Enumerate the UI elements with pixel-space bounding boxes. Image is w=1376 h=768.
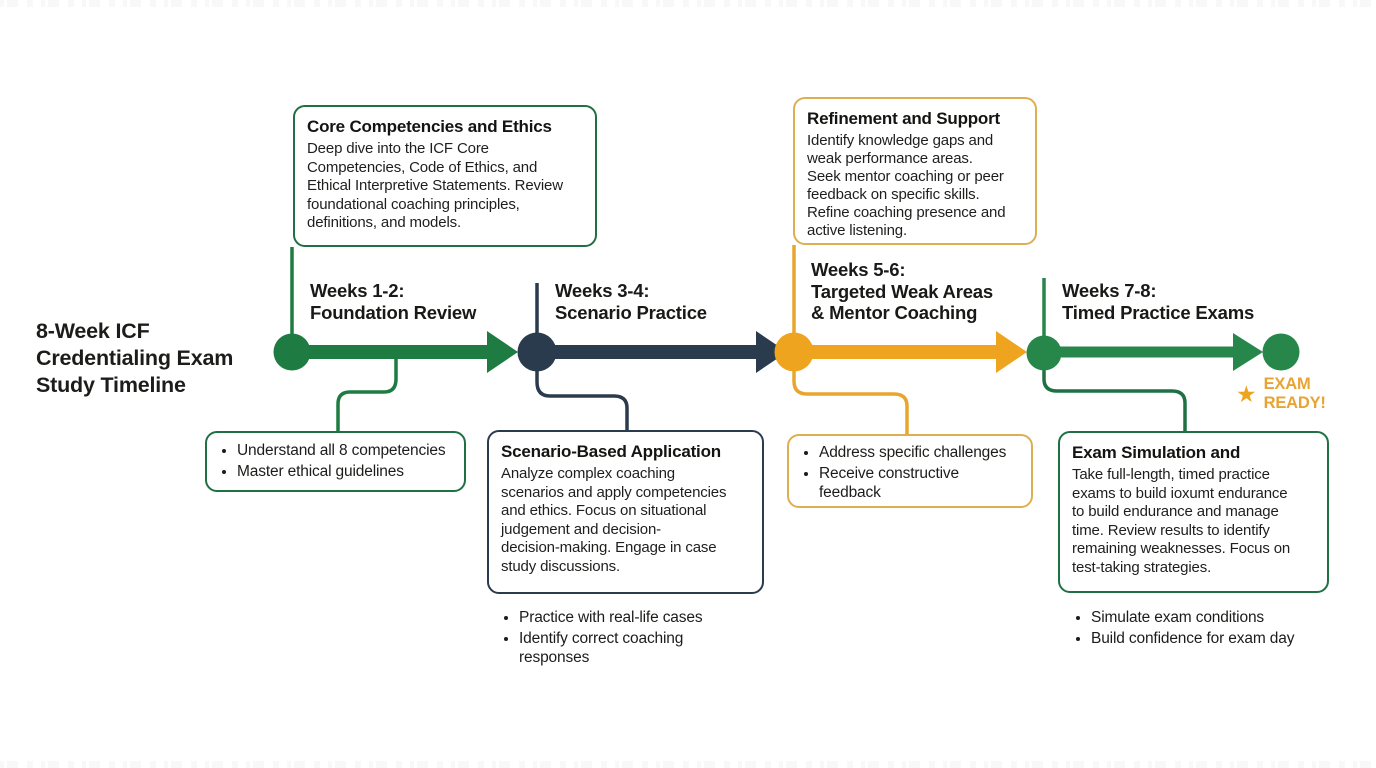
phase4-bullet-2: Build confidence for exam day [1091,629,1361,649]
milestone-dot-3 [774,332,814,372]
connector-down-phase3 [792,368,909,434]
phase4-detail-body: Take full-length, timed practice exams t… [1072,466,1291,576]
phase4-detail-title: Exam Simulation and [1072,443,1241,462]
phase4-bullet-list: Simulate exam conditions Build confidenc… [1071,608,1361,649]
phase4-detail-box: Exam Simulation and Take full-length, ti… [1058,431,1329,593]
phase4-label: Weeks 7-8: Timed Practice Exams [1062,280,1255,323]
phase3-detail-box: Refinement and Support Identify knowledg… [793,97,1037,245]
timeline-arrow-phase1 [292,331,518,373]
star-icon: ★ [1236,380,1257,407]
phase1-bullet-1: Understand all 8 competencies [237,441,454,461]
timeline-arrow-phase2 [537,331,787,373]
phase2-detail-body: Analyze complex coaching scenarios and a… [501,465,727,575]
phase2-label: Weeks 3-4: Scenario Practice [555,280,707,323]
phase2-detail-box: Scenario-Based Application Analyze compl… [487,430,764,594]
top-edge-text-artifact [0,0,1376,7]
phase4-bullet-1: Simulate exam conditions [1091,608,1361,628]
milestone-dot-1 [273,333,311,371]
milestone-dot-4 [1026,335,1062,371]
phase3-detail-body: Identify knowledge gaps and weak perform… [807,132,1006,239]
page-title: 8-Week ICF Credentialing Exam Study Time… [36,319,234,397]
phase2-detail-title: Scenario-Based Application [501,442,721,461]
phase1-bullet-2: Master ethical guidelines [237,462,454,482]
phase1-bullets-box: Understand all 8 competencies Master eth… [205,431,466,492]
phase3-label: Weeks 5-6: Targeted Weak Areas & Mentor … [811,259,993,323]
phase1-label: Weeks 1-2: Foundation Review [310,280,477,323]
phase2-bullet-2: Identify correct coaching responses [519,629,769,668]
phase2-bullet-1: Practice with real-life cases [519,608,769,628]
timeline-arrow-phase4 [1044,333,1263,371]
phase3-bullets-box: Address specific challenges Receive cons… [787,434,1033,508]
connector-down-phase2 [535,368,629,430]
exam-ready-badge: ★ EXAM READY! [1236,375,1376,413]
bottom-edge-text-artifact [0,761,1376,768]
milestone-dot-2 [517,332,557,372]
phase1-detail-body: Deep dive into the ICF Core Competencies… [307,140,563,231]
milestone-dot-5 [1262,333,1300,371]
phase1-detail-title: Core Competencies and Ethics [307,117,552,136]
phase3-detail-title: Refinement and Support [807,109,1000,128]
timeline-arrow-phase3 [794,331,1027,373]
connector-down-phase1 [336,359,398,431]
connector-down-phase4 [1042,368,1187,431]
phase2-bullet-list: Practice with real-life cases Identify c… [499,608,769,669]
phase1-detail-box: Core Competencies and Ethics Deep dive i… [293,105,597,247]
phase3-bullet-1: Address specific challenges [819,443,1021,463]
phase3-bullet-2: Receive constructive feedback [819,464,1021,503]
exam-ready-label: EXAM READY! [1263,375,1326,412]
